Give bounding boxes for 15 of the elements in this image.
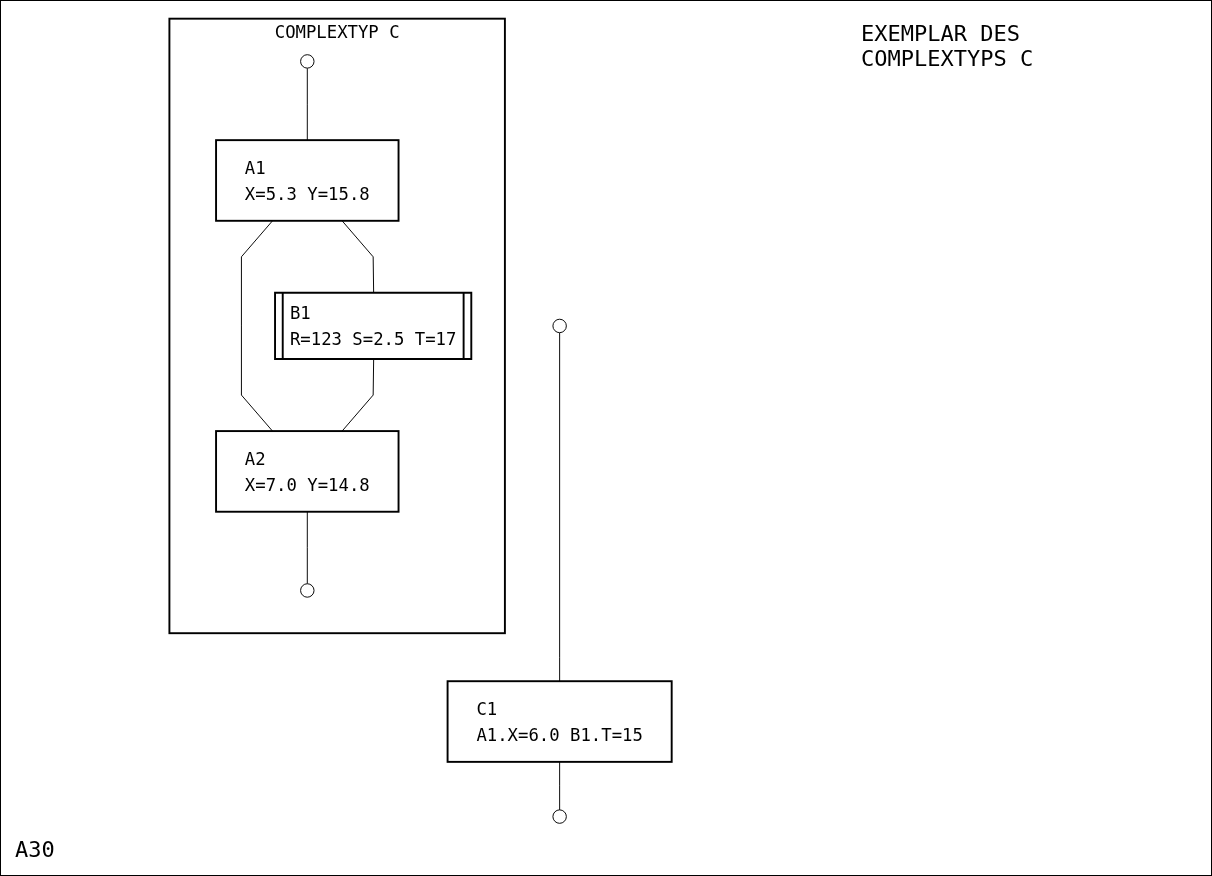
node-circle [300,54,315,69]
heading-text: EXEMPLAR DES COMPLEXTYPS C [861,21,1035,71]
connector [342,359,375,432]
connector [307,511,309,585]
node-box: A1 X=5.3 Y=15.8 [215,139,400,222]
connector [559,332,561,682]
node-box: C1 A1.X=6.0 B1.T=15 [447,680,674,763]
connector [241,220,274,432]
node-circle [552,809,568,824]
node-circle [300,583,315,598]
node-box: A2 X=7.0 Y=14.8 [215,430,400,513]
node-circle [552,318,568,334]
connector [559,761,561,811]
figure-number: A30 [15,837,55,862]
connector [307,67,309,141]
